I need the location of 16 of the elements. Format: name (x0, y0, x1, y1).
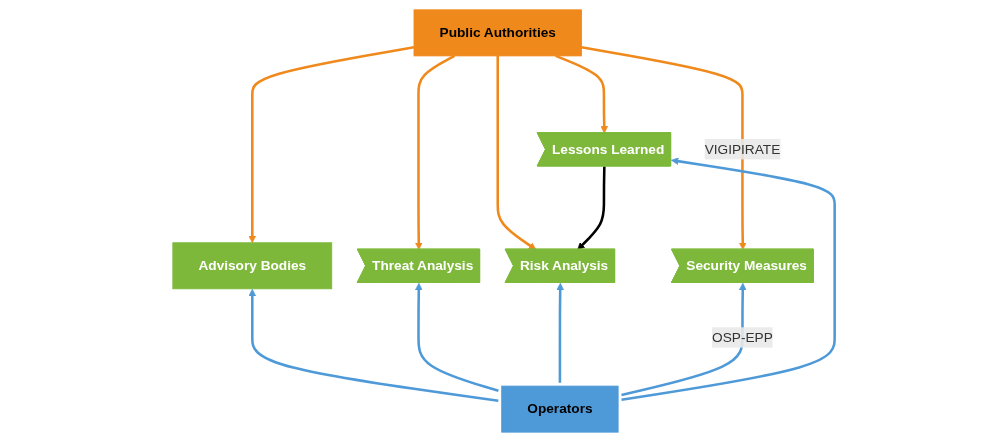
arrow (621, 157, 836, 401)
arrow (414, 282, 499, 392)
edge-label: OSP-EPP (711, 329, 773, 344)
arrow (414, 54, 455, 250)
arrow (248, 288, 499, 402)
arrow (577, 165, 606, 250)
edge-label: VIGIPIRATE (704, 141, 780, 156)
arrow (496, 55, 536, 250)
arrow (556, 282, 564, 383)
arrow (581, 45, 747, 250)
arrow (620, 282, 747, 396)
arrow (248, 45, 414, 243)
node-box: Advisory Bodies (172, 241, 332, 289)
node-box: Public Authorities (413, 8, 582, 56)
node-box: Operators (501, 385, 619, 433)
arrow (554, 54, 608, 133)
